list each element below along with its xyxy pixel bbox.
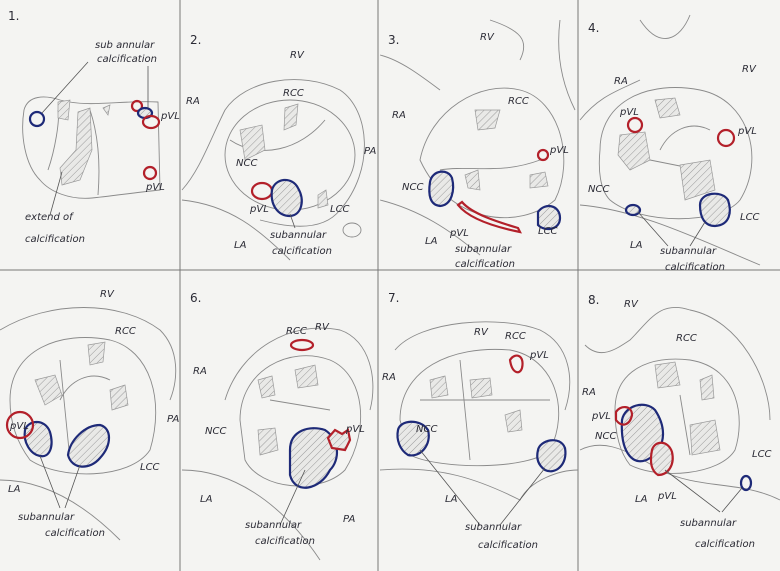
rv-label: RV bbox=[480, 32, 495, 43]
ra-label: RA bbox=[582, 387, 596, 398]
pvl-label: pVL bbox=[619, 107, 639, 118]
rcc-label: RCC bbox=[508, 96, 529, 107]
pvl-label: pVL bbox=[449, 228, 469, 239]
ncc-label: NCC bbox=[416, 424, 437, 435]
ra-label: RA bbox=[193, 366, 207, 377]
annotation-label: calcification bbox=[25, 234, 85, 245]
panel-number: 7. bbox=[388, 291, 399, 305]
annotation-label: calcification bbox=[97, 54, 157, 65]
la-label: LA bbox=[635, 494, 648, 505]
ncc-label: NCC bbox=[588, 184, 609, 195]
pvl-label: pVL bbox=[737, 126, 757, 137]
panel-8: 8. RV RCC RA pVL NCC LCC LA pVL subannul… bbox=[579, 293, 780, 550]
panel-2: 2. RV RCC RA NCC PA pVL LCC LA subannula… bbox=[181, 33, 377, 261]
rv-label: RV bbox=[100, 289, 115, 300]
pvl-label: pVL bbox=[145, 182, 165, 193]
panel-7: 7. RV RCC pVL RA NCC LA subannular calci… bbox=[379, 291, 579, 551]
rcc-label: RCC bbox=[676, 333, 697, 344]
lcc-label: LCC bbox=[538, 226, 558, 237]
rv-label: RV bbox=[624, 299, 639, 310]
panel-3: 3. RV RA RCC pVL NCC LA pVL LCC subannul… bbox=[379, 19, 576, 270]
panel-number: 4. bbox=[588, 21, 599, 35]
la-label: LA bbox=[630, 240, 643, 251]
pvl-label: pVL bbox=[549, 145, 569, 156]
annotation-label: subannular bbox=[245, 520, 302, 531]
pa-label: PA bbox=[364, 146, 377, 157]
annotation-label: subannular bbox=[660, 246, 717, 257]
la-label: LA bbox=[425, 236, 438, 247]
annotation-label: calcification bbox=[695, 539, 755, 550]
rv-label: RV bbox=[742, 64, 757, 75]
panel-4: 4. RA RV pVL pVL NCC LA LCC subannular c… bbox=[579, 14, 761, 273]
annotation-label: calcification bbox=[665, 262, 725, 273]
ra-label: RA bbox=[186, 96, 200, 107]
rcc-label: RCC bbox=[505, 331, 526, 342]
panel-number: 6. bbox=[190, 291, 201, 305]
pvl-label: pVL bbox=[591, 411, 611, 422]
pvl-label: pVL bbox=[345, 424, 365, 435]
panel-number: 2. bbox=[190, 33, 201, 47]
annotation-label: subannular bbox=[18, 512, 75, 523]
ncc-label: NCC bbox=[205, 426, 226, 437]
annotation-label: sub annular bbox=[95, 40, 155, 51]
annotation-label: calcification bbox=[272, 246, 332, 257]
annotation-label: calcification bbox=[455, 259, 515, 270]
panel-number: 1. bbox=[8, 9, 19, 23]
pvl-label: pVL bbox=[249, 204, 269, 215]
lcc-label: LCC bbox=[330, 204, 350, 215]
ncc-label: NCC bbox=[236, 158, 257, 169]
ra-label: RA bbox=[614, 76, 628, 87]
rv-label: RV bbox=[315, 322, 330, 333]
lcc-label: LCC bbox=[752, 449, 772, 460]
annotation-label: subannular bbox=[270, 230, 327, 241]
rv-label: RV bbox=[474, 327, 489, 338]
la-label: LA bbox=[234, 240, 247, 251]
rv-label: RV bbox=[290, 50, 305, 61]
annotation-label: subannular bbox=[465, 522, 522, 533]
lcc-label: LCC bbox=[740, 212, 760, 223]
pa-label: PA bbox=[343, 514, 356, 525]
panel-number: 3. bbox=[388, 33, 399, 47]
annotation-label: subannular bbox=[455, 244, 512, 255]
panel-6: 6. RV RCC RA NCC pVL LA PA subannular ca… bbox=[181, 291, 374, 561]
panel-1: 1. sub annular calcification pVL pVL ext… bbox=[8, 9, 180, 245]
pvl-label: pVL bbox=[529, 350, 549, 361]
lcc-label: LCC bbox=[140, 462, 160, 473]
annotation-label: calcification bbox=[255, 536, 315, 547]
annotation-label: calcification bbox=[478, 540, 538, 551]
pvl-label: pVL bbox=[657, 491, 677, 502]
panel-number: 8. bbox=[588, 293, 599, 307]
pvl-label: pVL bbox=[160, 111, 180, 122]
la-label: LA bbox=[445, 494, 458, 505]
rcc-label: RCC bbox=[115, 326, 136, 337]
rcc-label: RCC bbox=[286, 326, 307, 337]
ra-label: RA bbox=[382, 372, 396, 383]
pvl-label: pVL bbox=[9, 421, 29, 432]
la-label: LA bbox=[8, 484, 21, 495]
rcc-label: RCC bbox=[283, 88, 304, 99]
panel-5: RV RCC pVL PA LCC LA subannular calcific… bbox=[0, 289, 180, 541]
pa-label: PA bbox=[167, 414, 180, 425]
annotation-label: calcification bbox=[45, 528, 105, 539]
annotation-label: subannular bbox=[680, 518, 737, 529]
annotation-label: extend of bbox=[25, 212, 74, 223]
ra-label: RA bbox=[392, 110, 406, 121]
ncc-label: NCC bbox=[595, 431, 616, 442]
ncc-label: NCC bbox=[402, 182, 423, 193]
la-label: LA bbox=[200, 494, 213, 505]
